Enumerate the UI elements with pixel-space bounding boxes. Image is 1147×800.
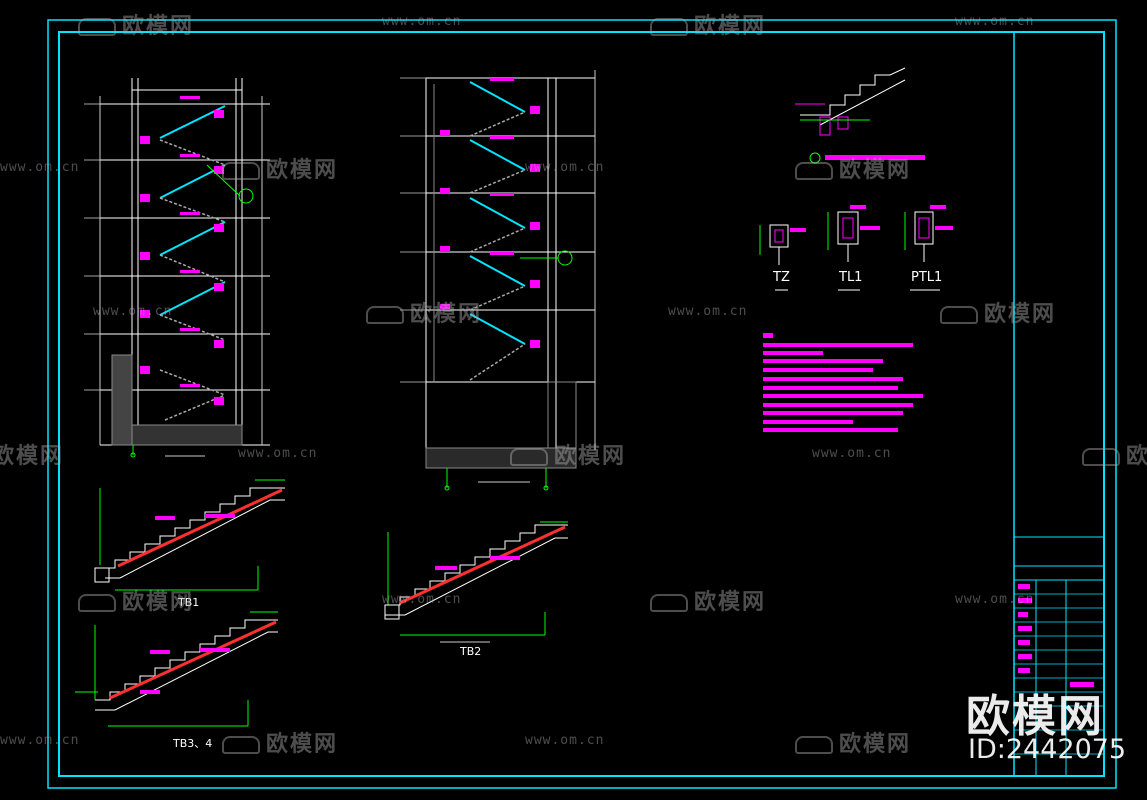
watermark-brand: 欧模网	[366, 296, 482, 328]
sofa-icon	[366, 306, 404, 324]
watermark-url: www.om.cn	[525, 733, 605, 748]
sofa-icon	[222, 162, 260, 180]
sofa-icon	[1082, 448, 1120, 466]
watermark-url: www.om.cn	[955, 592, 1035, 607]
sofa-icon	[78, 18, 116, 36]
corner-watermark-brand: 欧模网	[966, 691, 1104, 742]
watermark-brand: 欧模网	[510, 438, 626, 470]
design-notes[interactable]	[763, 333, 923, 432]
watermark-url: www.om.cn	[0, 160, 80, 175]
watermark-brand: 欧模网	[78, 8, 194, 40]
stair-flight-tb1[interactable]	[94, 479, 285, 591]
sofa-icon	[795, 162, 833, 180]
watermark-brand: 欧模网	[795, 726, 911, 758]
tb34-label: TB3、4	[173, 737, 213, 750]
watermark-url: www.om.cn	[668, 304, 748, 319]
sofa-icon	[650, 18, 688, 36]
watermark-brand: 欧模网	[1082, 438, 1147, 470]
watermark-url: www.om.cn	[382, 14, 462, 29]
sofa-icon	[940, 306, 978, 324]
tl1-label: TL1	[839, 270, 863, 285]
watermark-brand: 欧模网	[0, 444, 65, 469]
sofa-icon	[78, 594, 116, 612]
watermark-url: www.om.cn	[812, 446, 892, 461]
tb1-label: TB1	[178, 596, 200, 609]
stair-flight-tb34[interactable]	[75, 611, 278, 727]
stair-flight-tb2[interactable]	[384, 521, 568, 643]
sofa-icon	[222, 736, 260, 754]
watermark-url: www.om.cn	[238, 446, 318, 461]
watermark-brand: 欧模网	[78, 584, 194, 616]
sofa-icon	[795, 736, 833, 754]
corner-watermark-id: ID:2442075	[968, 734, 1127, 765]
tb2-label: TB2	[460, 645, 482, 658]
sofa-icon	[650, 594, 688, 612]
watermark-brand: 欧模网	[650, 8, 766, 40]
watermark-brand: 欧模网	[222, 726, 338, 758]
watermark-url: www.om.cn	[955, 14, 1035, 29]
watermark-url: www.om.cn	[93, 304, 173, 319]
watermark-brand: 欧模网	[650, 584, 766, 616]
section-details[interactable]	[759, 205, 953, 291]
watermark-brand: 欧模网	[795, 152, 911, 184]
watermark-url: www.om.cn	[382, 592, 462, 607]
watermark-brand: 欧模网	[940, 296, 1056, 328]
watermark-url: www.om.cn	[0, 733, 80, 748]
tz-label: TZ	[773, 270, 790, 285]
ptl1-label: PTL1	[911, 270, 943, 285]
node-detail[interactable]	[795, 67, 925, 164]
watermark-brand: 欧模网	[222, 152, 338, 184]
stair-section-left[interactable]	[84, 78, 270, 458]
sofa-icon	[510, 448, 548, 466]
watermark-url: www.om.cn	[525, 160, 605, 175]
stair-section-middle[interactable]	[400, 70, 596, 491]
drawing-border	[47, 19, 1117, 789]
title-block	[1014, 536, 1104, 776]
